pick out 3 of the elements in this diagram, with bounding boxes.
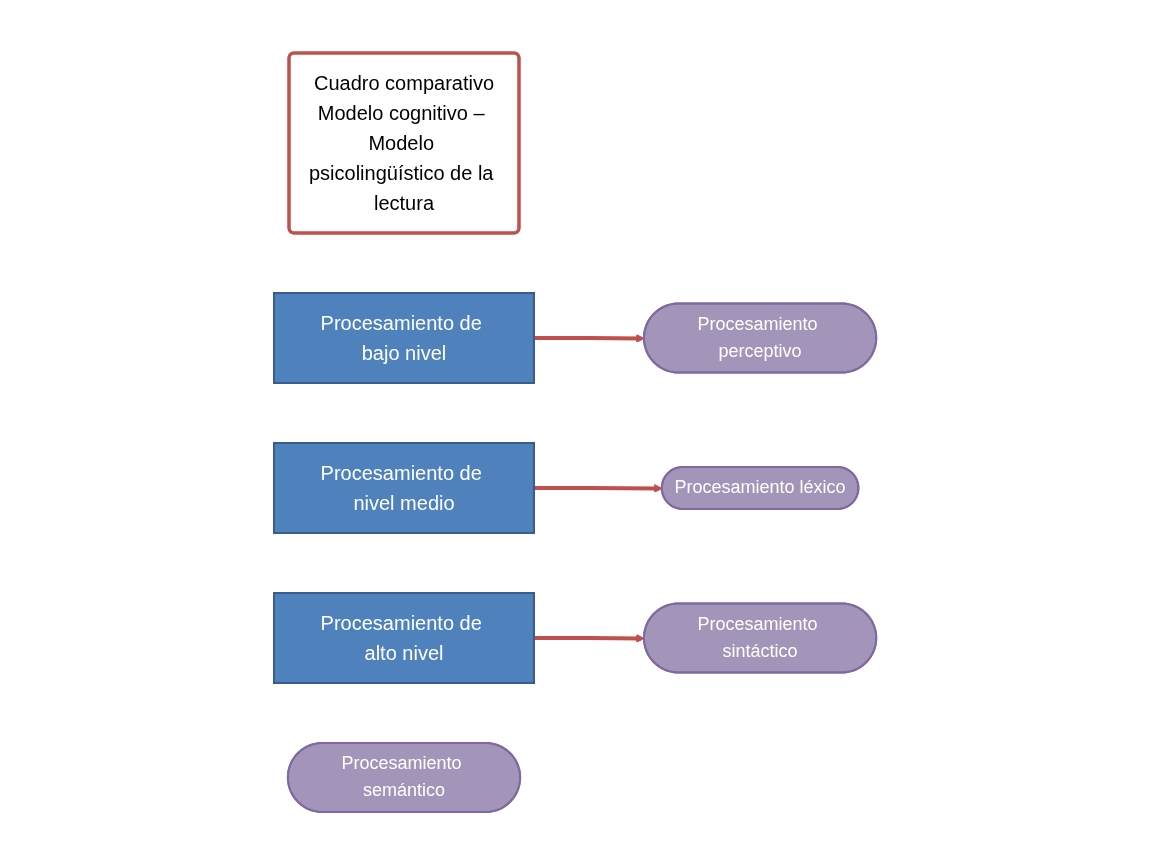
node-box: Procesamiento de nivel medio [273,442,536,534]
node-box: Procesamiento de alto nivel [273,592,536,684]
node-box: Procesamiento de bajo nivel [273,292,536,384]
